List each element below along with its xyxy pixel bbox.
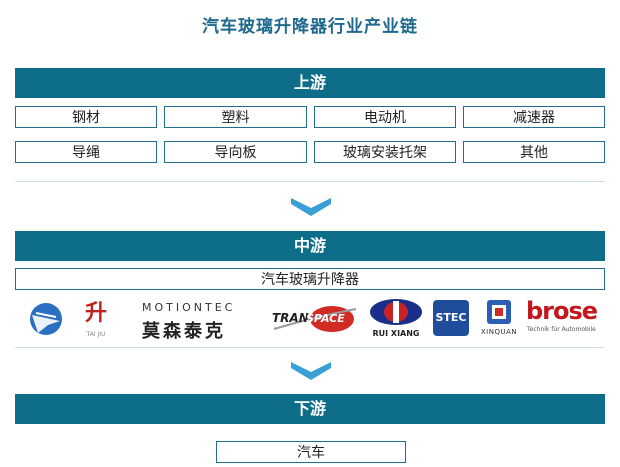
midstream-product: 汽车玻璃升降器 [15,268,605,290]
ruixiang-logo-text: RUI XIANG [372,329,420,338]
ruixiang-logo: RUI XIANG [368,297,424,341]
midstream-header: 中游 [15,231,605,261]
xinquan-logo: XINQUAN [476,297,522,341]
brose-logo-tagline: Technik für Automobile [527,326,596,333]
transpace-logo-text-a: TRAN [272,311,309,325]
transpace-logo: TRAN SPACE [270,297,358,341]
upstream-item: 电动机 [314,106,456,128]
section-divider [15,347,605,348]
diagram-title: 汽车玻璃升降器行业产业链 [202,17,418,37]
upstream-item: 钢材 [15,106,157,128]
company-logos: 升 TAI JIU MOTIONTEC 莫森泰克 TRAN SPACE RUI … [20,297,606,342]
upstream-item: 减速器 [463,106,605,128]
brose-logo: brose Technik für Automobile [526,297,606,341]
xinquan-logo-text: XINQUAN [480,328,518,336]
midstream-label: 中游 [293,236,326,255]
upstream-item: 导绳 [15,141,157,163]
transpace-swoosh-icon [273,306,357,332]
upstream-item: 其他 [463,141,605,163]
section-divider [15,181,605,182]
down-arrow-icon [291,362,331,380]
upstream-item: 玻璃安装托架 [314,141,456,163]
taiju-logo-text: TAI JIU [86,331,106,338]
motiontec-logo-text: MOTIONTEC [142,301,236,314]
taiju-logo-char: 升 [84,300,107,326]
brose-logo-text: brose [526,297,598,325]
upstream-label: 上游 [293,73,326,92]
upstream-header: 上游 [15,68,605,98]
downstream-label: 下游 [293,399,326,418]
stec-logo-text: STEC [435,311,467,324]
motiontec-logo: MOTIONTEC 莫森泰克 [140,297,260,342]
upstream-item: 塑料 [164,106,307,128]
transpace-logo-text-b: SPACE [306,312,345,325]
downstream-header: 下游 [15,394,605,424]
down-arrow-icon [291,198,331,216]
xinquan-emblem-icon [487,300,511,324]
upstream-item: 导向板 [164,141,307,163]
motiontec-logo-cn: 莫森泰克 [142,321,226,342]
stec-logo: STEC [432,297,470,341]
taiju-logo: 升 TAI JIU [76,297,116,341]
ruixiang-emblem-icon [370,299,422,325]
wing-emblem-logo [30,303,62,335]
downstream-product: 汽车 [216,441,406,463]
